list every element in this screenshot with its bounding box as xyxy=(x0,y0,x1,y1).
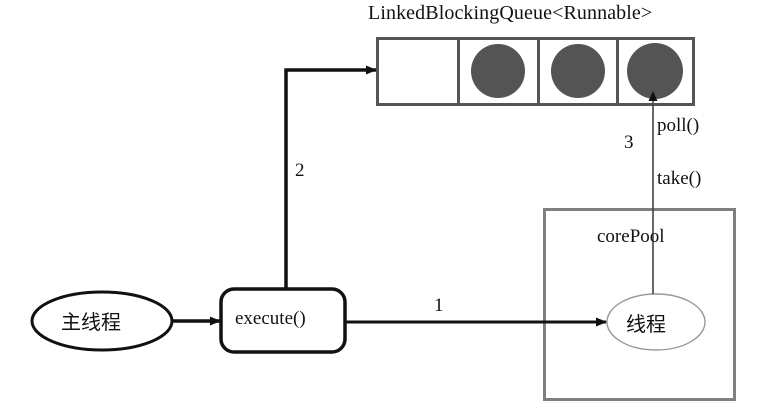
edge-label-step-2: 2 xyxy=(295,160,305,181)
queue-task-circle-2 xyxy=(551,44,605,98)
core-pool-label: corePool xyxy=(597,226,665,247)
annotation-take: take() xyxy=(657,168,702,189)
queue-task-circle-1 xyxy=(471,44,525,98)
edge-execute-to-queue xyxy=(284,65,377,289)
execute-label: execute() xyxy=(235,308,306,329)
core-pool-box xyxy=(543,208,736,401)
annotation-poll: poll() xyxy=(657,115,700,136)
edge-label-step-1: 1 xyxy=(434,295,444,316)
queue-title-label: LinkedBlockingQueue<Runnable> xyxy=(368,2,653,24)
main-thread-label: 主线程 xyxy=(61,310,121,334)
worker-thread-ellipse xyxy=(606,293,706,351)
edge-label-step-3: 3 xyxy=(624,132,634,153)
worker-thread-label: 线程 xyxy=(626,312,666,336)
execute-box xyxy=(219,287,347,354)
queue-task-circle-3 xyxy=(627,43,683,99)
